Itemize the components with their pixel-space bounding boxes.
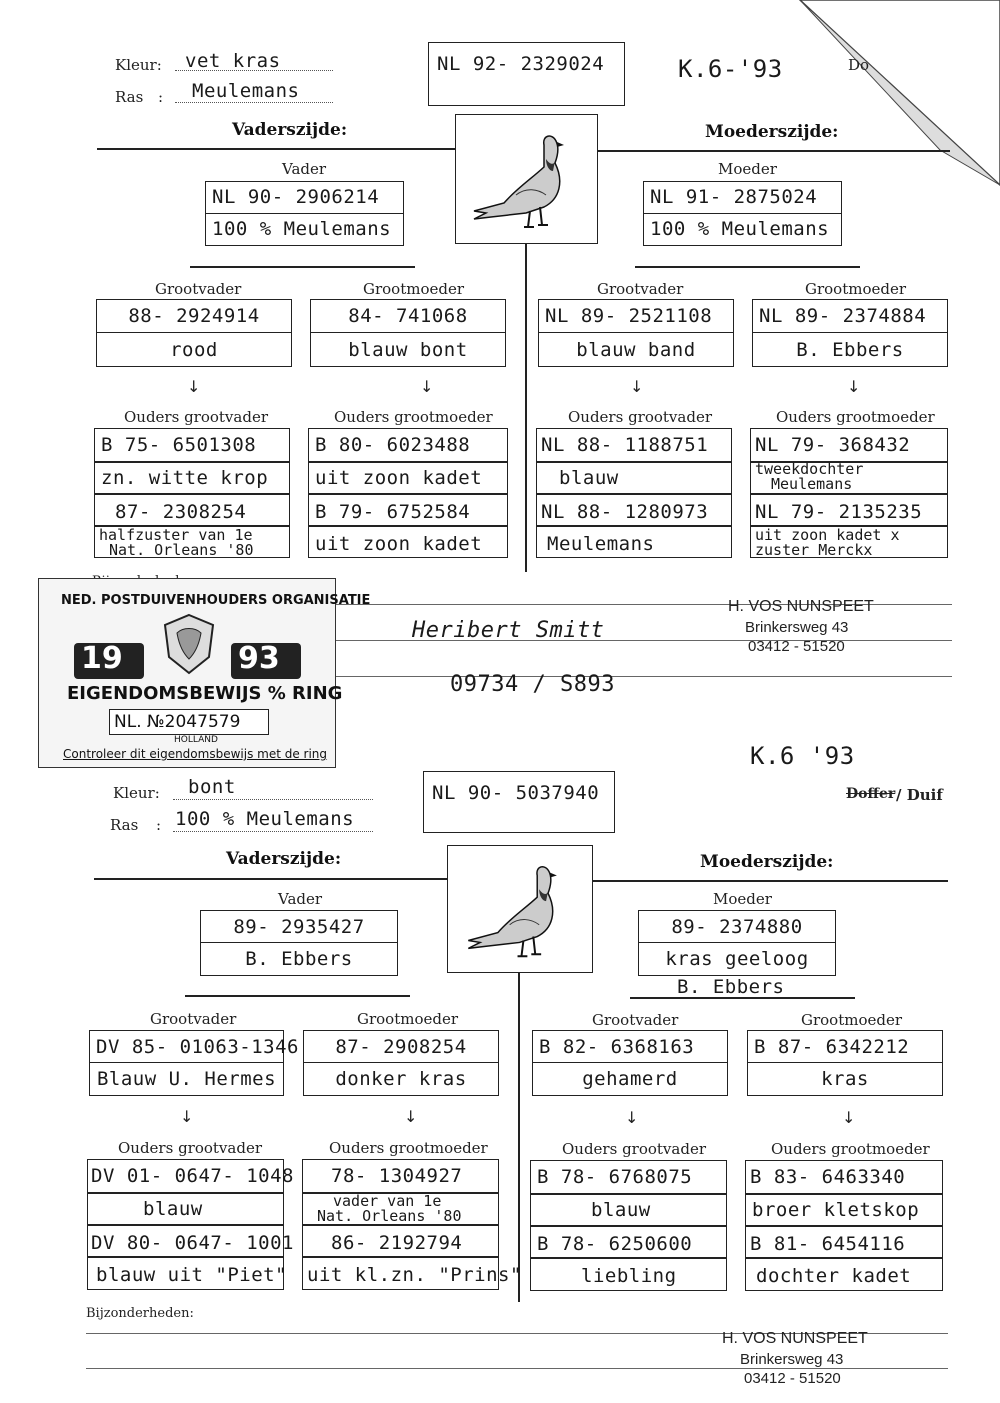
grootvader-m-box: NL 89- 2521108 blauw band bbox=[538, 299, 734, 367]
moeder-ring: NL 91- 2875024 bbox=[650, 186, 818, 209]
folded-corner bbox=[798, 0, 1000, 187]
ras-label: Ras bbox=[115, 88, 144, 106]
ring-number-box: NL 92- 2329024 bbox=[428, 42, 625, 106]
doffer-label: Doffer bbox=[846, 786, 896, 802]
ouders-grootmoeder-m-box-2: B 83- 6463340 broer kletskop B 81- 64541… bbox=[745, 1160, 943, 1291]
grootmoeder-m-box: NL 89- 2374884 B. Ebbers bbox=[752, 299, 948, 367]
pigeon-icon bbox=[467, 866, 557, 958]
duif-label: / Duif bbox=[896, 786, 943, 804]
ras-value: Meulemans bbox=[192, 80, 300, 102]
registration-number: 09734 / S893 bbox=[450, 672, 615, 697]
grootvader-m-box-2: B 82- 6368163 gehamerd bbox=[532, 1030, 728, 1096]
arrow-icon: ↓ bbox=[187, 377, 201, 396]
moeder-box: NL 91- 2875024 100 % Meulemans bbox=[643, 181, 842, 246]
pigeon-image-box-2 bbox=[447, 845, 593, 973]
ouders-grootmoeder-v-box: B 80- 6023488 uit zoon kadet B 79- 67525… bbox=[308, 428, 508, 558]
handwritten-note-2: K.6 '93 bbox=[750, 742, 855, 770]
arrow-icon: ↓ bbox=[630, 377, 644, 396]
ouders-grootvader-m-box: NL 88- 1188751 blauw NL 88- 1280973 Meul… bbox=[536, 428, 732, 558]
arrow-icon: ↓ bbox=[842, 1108, 856, 1127]
handwritten-note: K.6-'93 bbox=[678, 55, 783, 83]
arrow-icon: ↓ bbox=[420, 377, 434, 396]
corner-cut-label: Do bbox=[848, 56, 870, 74]
pigeon-icon bbox=[473, 135, 564, 228]
footer-breeder-phone: 03412 - 51520 bbox=[744, 1370, 841, 1387]
vader-box: NL 90- 2906214 100 % Meulemans bbox=[205, 181, 404, 246]
grootmoeder-v-box-2: 87- 2908254 donker kras bbox=[303, 1030, 499, 1096]
signature: Heribert Smitt bbox=[412, 618, 605, 643]
ouders-grootmoeder-v-box-2: 78- 1304927 vader van 1e Nat. Orleans '8… bbox=[302, 1159, 521, 1290]
ouders-grootvader-v-box: B 75- 6501308 zn. witte krop 87- 2308254… bbox=[94, 428, 290, 558]
stamp-ring-number: NL. №2047579 bbox=[114, 712, 241, 732]
ring-number: NL 92- 2329024 bbox=[437, 53, 605, 75]
vaderszijde-heading: Vaderszijde: bbox=[232, 120, 348, 140]
moeder-box-2: 89- 2374880 kras geeloog bbox=[638, 910, 836, 976]
arrow-icon: ↓ bbox=[180, 1107, 194, 1126]
vader-ring: NL 90- 2906214 bbox=[212, 186, 380, 209]
footer-breeder-name: H. VOS NUNSPEET bbox=[722, 1330, 868, 1347]
breeder-street: Brinkersweg 43 bbox=[745, 619, 849, 636]
vader-box-2: 89- 2935427 B. Ebbers bbox=[200, 910, 398, 976]
breeder-phone: 03412 - 51520 bbox=[748, 638, 845, 655]
stamp-title: EIGENDOMSBEWIJS % RING bbox=[67, 683, 343, 704]
grootvader-v-box: 88- 2924914 rood bbox=[96, 299, 292, 367]
ouders-grootmoeder-m-box: NL 79- 368432 tweekdochter Meulemans NL … bbox=[750, 428, 948, 558]
moeder-info: 100 % Meulemans bbox=[650, 218, 830, 241]
kleur-value: vet kras bbox=[185, 50, 281, 72]
ownership-stamp: NED. POSTDUIVENHOUDERS ORGANISATIE 19 93… bbox=[38, 578, 370, 768]
stamp-org: NED. POSTDUIVENHOUDERS ORGANISATIE bbox=[61, 593, 371, 608]
arrow-icon: ↓ bbox=[625, 1108, 639, 1127]
kleur-label: Kleur: bbox=[115, 56, 162, 74]
crest-icon bbox=[163, 613, 215, 675]
ouders-grootvader-m-box-2: B 78- 6768075 blauw B 78- 6250600 liebli… bbox=[530, 1160, 727, 1291]
vader-info: 100 % Meulemans bbox=[212, 218, 392, 241]
pigeon-image-box bbox=[455, 114, 598, 244]
arrow-icon: ↓ bbox=[847, 377, 861, 396]
moederszijde-heading: Moederszijde: bbox=[705, 122, 839, 142]
ras-value-2: 100 % Meulemans bbox=[175, 808, 355, 830]
kleur-value-2: bont bbox=[188, 776, 236, 798]
stamp-footer: Controleer dit eigendomsbewijs met de ri… bbox=[63, 747, 328, 761]
grootmoeder-m-box-2: B 87- 6342212 kras bbox=[747, 1030, 943, 1096]
grootvader-v-box-2: DV 85- 01063-1346 Blauw U. Hermes bbox=[89, 1030, 298, 1096]
ring-number-box-2: NL 90- 5037940 bbox=[423, 771, 615, 833]
breeder-name: H. VOS NUNSPEET bbox=[728, 598, 874, 615]
stamp-year-right: 93 bbox=[238, 641, 280, 676]
stamp-country: HOLLAND bbox=[174, 735, 218, 745]
arrow-icon: ↓ bbox=[404, 1107, 418, 1126]
grootmoeder-v-box: 84- 741068 blauw bont bbox=[310, 299, 506, 367]
stamp-year-left: 19 bbox=[81, 641, 123, 676]
footer-breeder-street: Brinkersweg 43 bbox=[740, 1351, 844, 1368]
ouders-grootvader-v-box-2: DV 01- 0647- 1048 blauw DV 80- 0647- 100… bbox=[87, 1159, 293, 1290]
